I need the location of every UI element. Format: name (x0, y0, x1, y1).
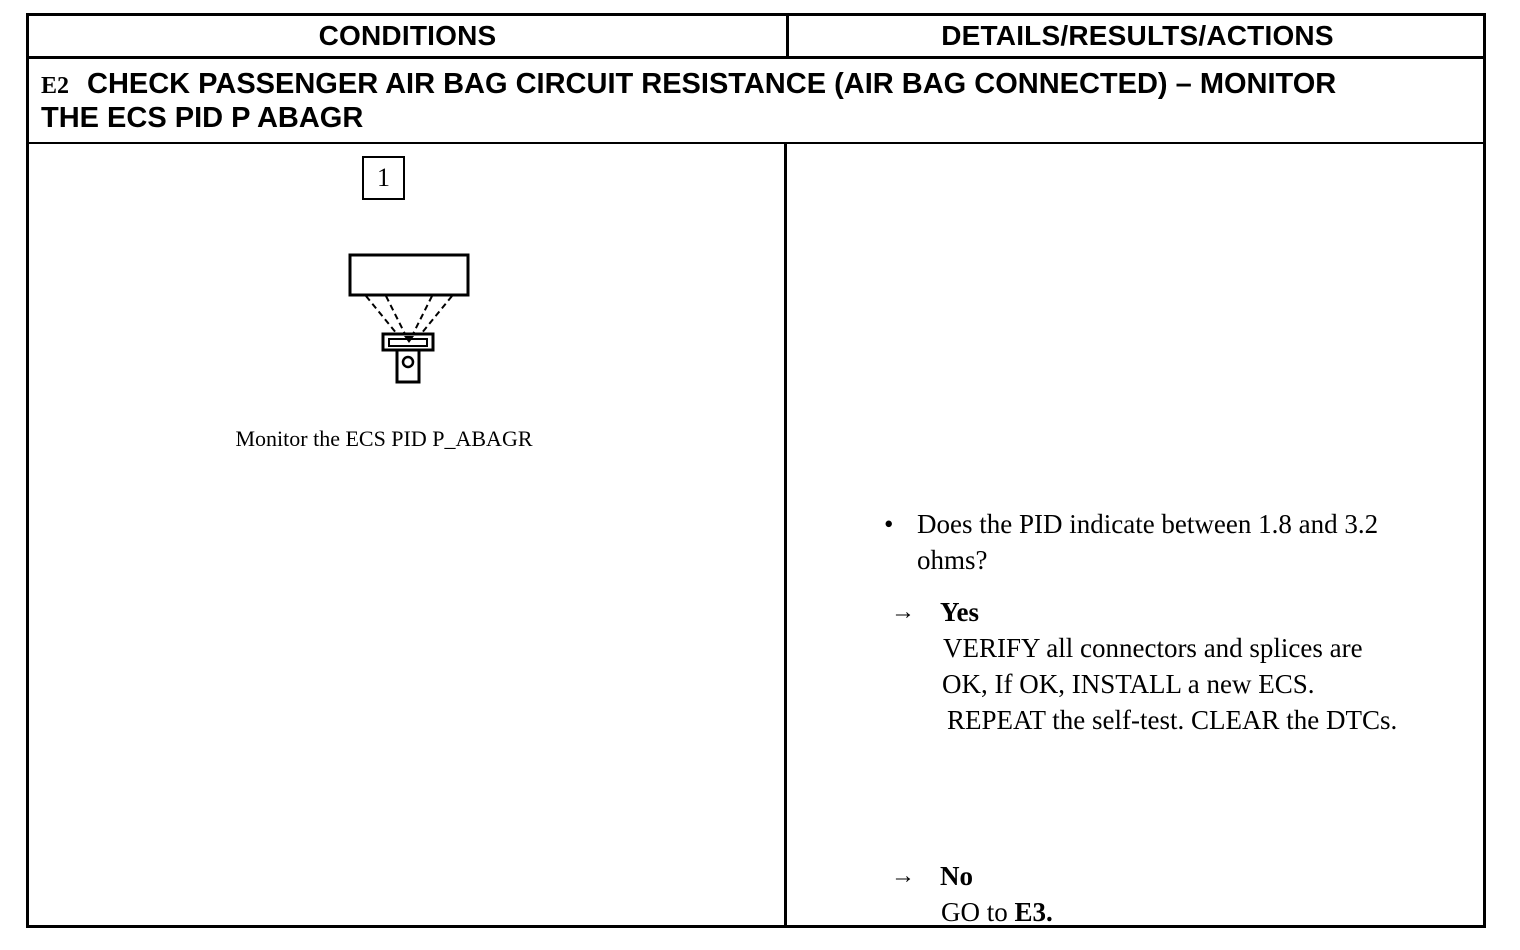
no-action-target: E3. (1014, 897, 1053, 927)
figure-number-box: 1 (362, 156, 405, 200)
bullet-dot: • (884, 509, 894, 539)
step-title-line2: THE ECS PID P ABAGR (41, 102, 364, 134)
header-rule (29, 56, 1483, 59)
figure-caption: Monitor the ECS PID P_ABAGR (235, 426, 533, 451)
yes-action-line1: VERIFY all connectors and splices are (943, 633, 1363, 663)
step-number: E2 (41, 73, 70, 99)
column-divider-body (784, 144, 787, 925)
diagnostic-table: CONDITIONS DETAILS/RESULTS/ACTIONS E2 CHE… (26, 13, 1486, 928)
conditions-header: CONDITIONS (318, 20, 497, 51)
question-line2: ohms? (917, 545, 988, 575)
yes-arrow-icon: → (891, 599, 915, 625)
no-arrow-icon: → (891, 863, 915, 889)
title-rule (29, 142, 1483, 144)
column-divider-header (786, 16, 789, 56)
no-action-prefix: GO to (941, 897, 1015, 927)
yes-action-line2: OK, If OK, INSTALL a new ECS. (942, 669, 1315, 699)
figure-number: 1 (377, 163, 390, 192)
yes-action-line3: REPEAT the self-test. CLEAR the DTCs. (947, 705, 1398, 735)
pid-question: Does the PID indicate between 1.8 and 3.… (917, 506, 1477, 578)
yes-label: Yes (940, 597, 979, 627)
step-title-line1: CHECK PASSENGER AIR BAG CIRCUIT RESISTAN… (87, 68, 1337, 100)
scan-tool-connector-icon (348, 253, 470, 384)
question-line1: Does the PID indicate between 1.8 and 3.… (917, 509, 1379, 539)
step-title: E2 CHECK PASSENGER AIR BAG CIRCUIT RESIST… (41, 68, 1461, 134)
no-action: GO to E3. (941, 894, 1053, 930)
details-header: DETAILS/RESULTS/ACTIONS (941, 20, 1334, 51)
no-label: No (940, 861, 973, 891)
